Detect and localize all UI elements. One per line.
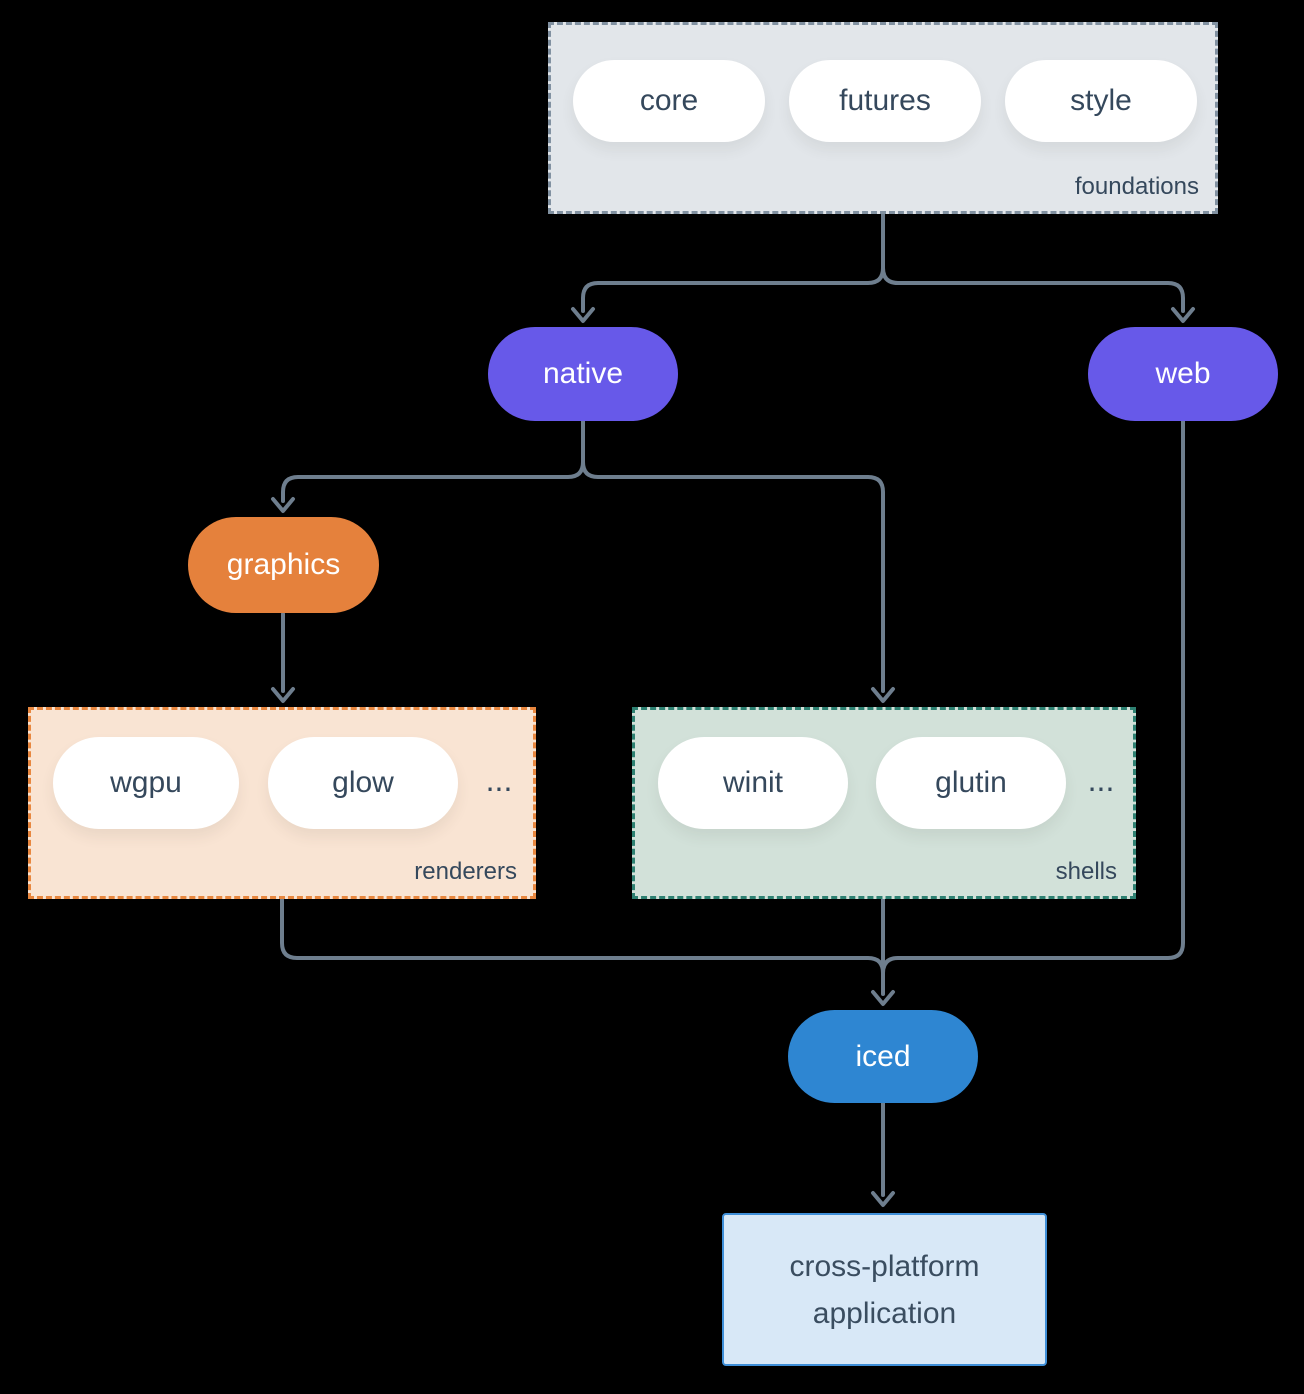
shells-group: winit glutin ... shells bbox=[632, 707, 1136, 899]
node-iced-label: iced bbox=[855, 1039, 911, 1073]
arrowhead-shells bbox=[871, 687, 895, 703]
renderers-group: wgpu glow ... renderers bbox=[28, 707, 536, 899]
application-line2: application bbox=[812, 1296, 957, 1330]
arrowhead-native bbox=[571, 307, 595, 323]
node-graphics-label: graphics bbox=[226, 548, 341, 581]
arrowhead-renderers bbox=[271, 687, 295, 703]
node-web: web bbox=[1088, 327, 1278, 421]
pill-winit-label: winit bbox=[722, 766, 783, 799]
renderers-ellipsis: ... bbox=[485, 762, 513, 798]
pill-winit: winit bbox=[658, 737, 848, 829]
edge-foundations-native bbox=[571, 212, 885, 323]
edge-native-graphics bbox=[271, 419, 585, 513]
edge-iced-application bbox=[871, 1101, 895, 1207]
pill-glow: glow bbox=[268, 737, 458, 829]
pill-core-label: core bbox=[639, 84, 699, 117]
shells-ellipsis: ... bbox=[1087, 762, 1115, 798]
renderers-group-label: renderers bbox=[414, 858, 517, 885]
foundations-group: core futures style foundations bbox=[548, 22, 1218, 214]
node-graphics: graphics bbox=[188, 517, 379, 613]
node-native-label: native bbox=[542, 357, 624, 390]
shells-group-label: shells bbox=[1055, 858, 1117, 885]
pill-glutin: glutin bbox=[876, 737, 1066, 829]
pill-glow-label: glow bbox=[332, 766, 394, 799]
edge-renderers-iced bbox=[280, 897, 885, 975]
application-box: cross-platform application bbox=[722, 1213, 1047, 1366]
foundations-group-label: foundations bbox=[1074, 173, 1199, 200]
pill-core: core bbox=[573, 60, 765, 142]
node-web-label: web bbox=[1155, 357, 1211, 390]
edge-native-shells bbox=[581, 460, 895, 703]
node-iced: iced bbox=[788, 1010, 978, 1103]
arrowhead-iced bbox=[871, 990, 895, 1006]
edge-shells-iced bbox=[871, 897, 895, 1006]
edge-graphics-renderers bbox=[271, 612, 295, 703]
pill-wgpu-label: wgpu bbox=[110, 766, 182, 799]
pill-style: style bbox=[1005, 60, 1197, 142]
pill-wgpu: wgpu bbox=[53, 737, 239, 829]
pill-style-label: style bbox=[1070, 84, 1132, 117]
arrowhead-graphics bbox=[271, 497, 295, 513]
arrowhead-web bbox=[1171, 307, 1195, 323]
application-line1: cross-platform bbox=[789, 1249, 980, 1283]
edge-foundations-web bbox=[881, 266, 1195, 323]
pill-futures: futures bbox=[789, 60, 981, 142]
node-native: native bbox=[488, 327, 678, 421]
pill-futures-label: futures bbox=[839, 84, 931, 117]
arrowhead-application bbox=[871, 1191, 895, 1207]
pill-glutin-label: glutin bbox=[935, 766, 1007, 799]
